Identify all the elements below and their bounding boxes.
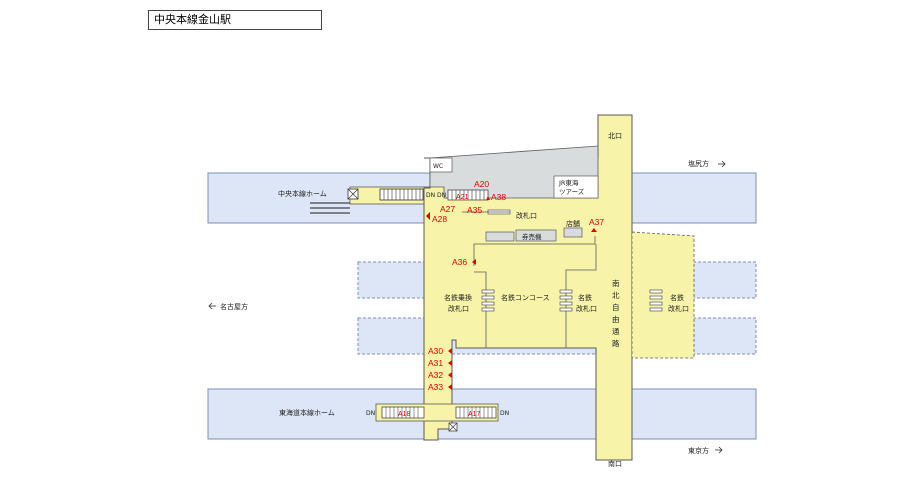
label-chuo-platform: 中央本線ホーム	[278, 189, 327, 198]
label-meitetsu-concourse: 名鉄コンコース	[501, 293, 550, 302]
label-road-2: 北	[612, 291, 620, 300]
label-meitetsu-transfer-2: 改札口	[448, 304, 469, 313]
label-road-1: 南	[612, 278, 620, 288]
meitetsu-transfer-gates	[481, 289, 495, 312]
arrow-right-icon-tokyo	[715, 446, 723, 454]
label-wc: WC	[433, 163, 443, 170]
marker-a17: A17	[468, 411, 481, 418]
label-dn-chuo: DN	[426, 192, 435, 199]
label-north-exit: 北口	[608, 132, 622, 140]
marker-a18: A18	[398, 411, 411, 418]
shop-box	[563, 227, 583, 238]
marker-a32: A32	[428, 370, 443, 380]
elevator-icon-chuo	[347, 188, 359, 200]
label-road-4: 由	[612, 314, 620, 324]
arrow-right-icon-shiojiri	[718, 160, 726, 168]
marker-a35: A35	[467, 205, 482, 215]
marker-a37: A37	[589, 217, 604, 227]
label-meitetsu-gate-2: 改札口	[576, 304, 597, 313]
label-tokaido-platform: 東海道本線ホーム	[279, 408, 335, 417]
label-kaisatsu: 改札口	[516, 211, 537, 220]
label-to-nagoya: 名古屋方	[220, 302, 248, 311]
label-dn-tokaido-right: DN	[500, 410, 509, 417]
marker-a21: A21	[456, 194, 469, 201]
marker-a30: A30	[428, 346, 443, 356]
marker-a36: A36	[452, 257, 467, 267]
label-ticket-machine: 券売機	[522, 232, 542, 241]
page-title: 中央本線金山駅	[148, 10, 322, 30]
label-to-tokyo: 東京方	[688, 446, 709, 455]
marker-a31: A31	[428, 358, 443, 368]
stairs-chuo	[379, 188, 424, 201]
meitetsu-center-gates	[559, 289, 573, 312]
meitetsu-gate-area	[631, 231, 695, 359]
ticket-machine-box	[515, 229, 557, 242]
label-south-exit: 南口	[608, 459, 622, 468]
marker-a28: A28	[432, 214, 447, 224]
marker-a38: A38	[491, 192, 506, 202]
meitetsu-right-gates	[649, 289, 663, 312]
arrow-left-icon-nagoya	[208, 302, 216, 310]
label-dn-tokaido-left: DN	[366, 410, 375, 417]
marker-a33: A33	[428, 382, 443, 392]
marker-triangles	[426, 196, 597, 390]
label-road-5: 通	[612, 326, 620, 336]
label-to-shiojiri: 塩尻方	[688, 159, 709, 168]
wc-room	[429, 157, 453, 173]
label-jr-tours-1: JR東海	[558, 178, 579, 187]
elevator-icon-tokaido	[448, 422, 458, 432]
label-right-meitetsu-2: 改札口	[668, 304, 689, 313]
label-road-6: 路	[612, 338, 620, 348]
label-right-meitetsu-1: 名鉄	[670, 293, 684, 302]
label-dn-chuo-2: DN	[437, 192, 446, 199]
label-road-3: 自	[612, 302, 620, 312]
label-meitetsu-transfer-1: 名鉄乗換	[444, 293, 472, 302]
label-shop: 店舗	[566, 219, 580, 228]
jr-tokai-tours	[553, 175, 599, 199]
concourse-main	[423, 114, 633, 461]
marker-a27: A27	[440, 204, 455, 214]
label-jr-tours-2: ツアーズ	[559, 187, 585, 196]
marker-a20: A20	[474, 179, 489, 189]
label-meitetsu-gate-1: 名鉄	[578, 293, 592, 302]
